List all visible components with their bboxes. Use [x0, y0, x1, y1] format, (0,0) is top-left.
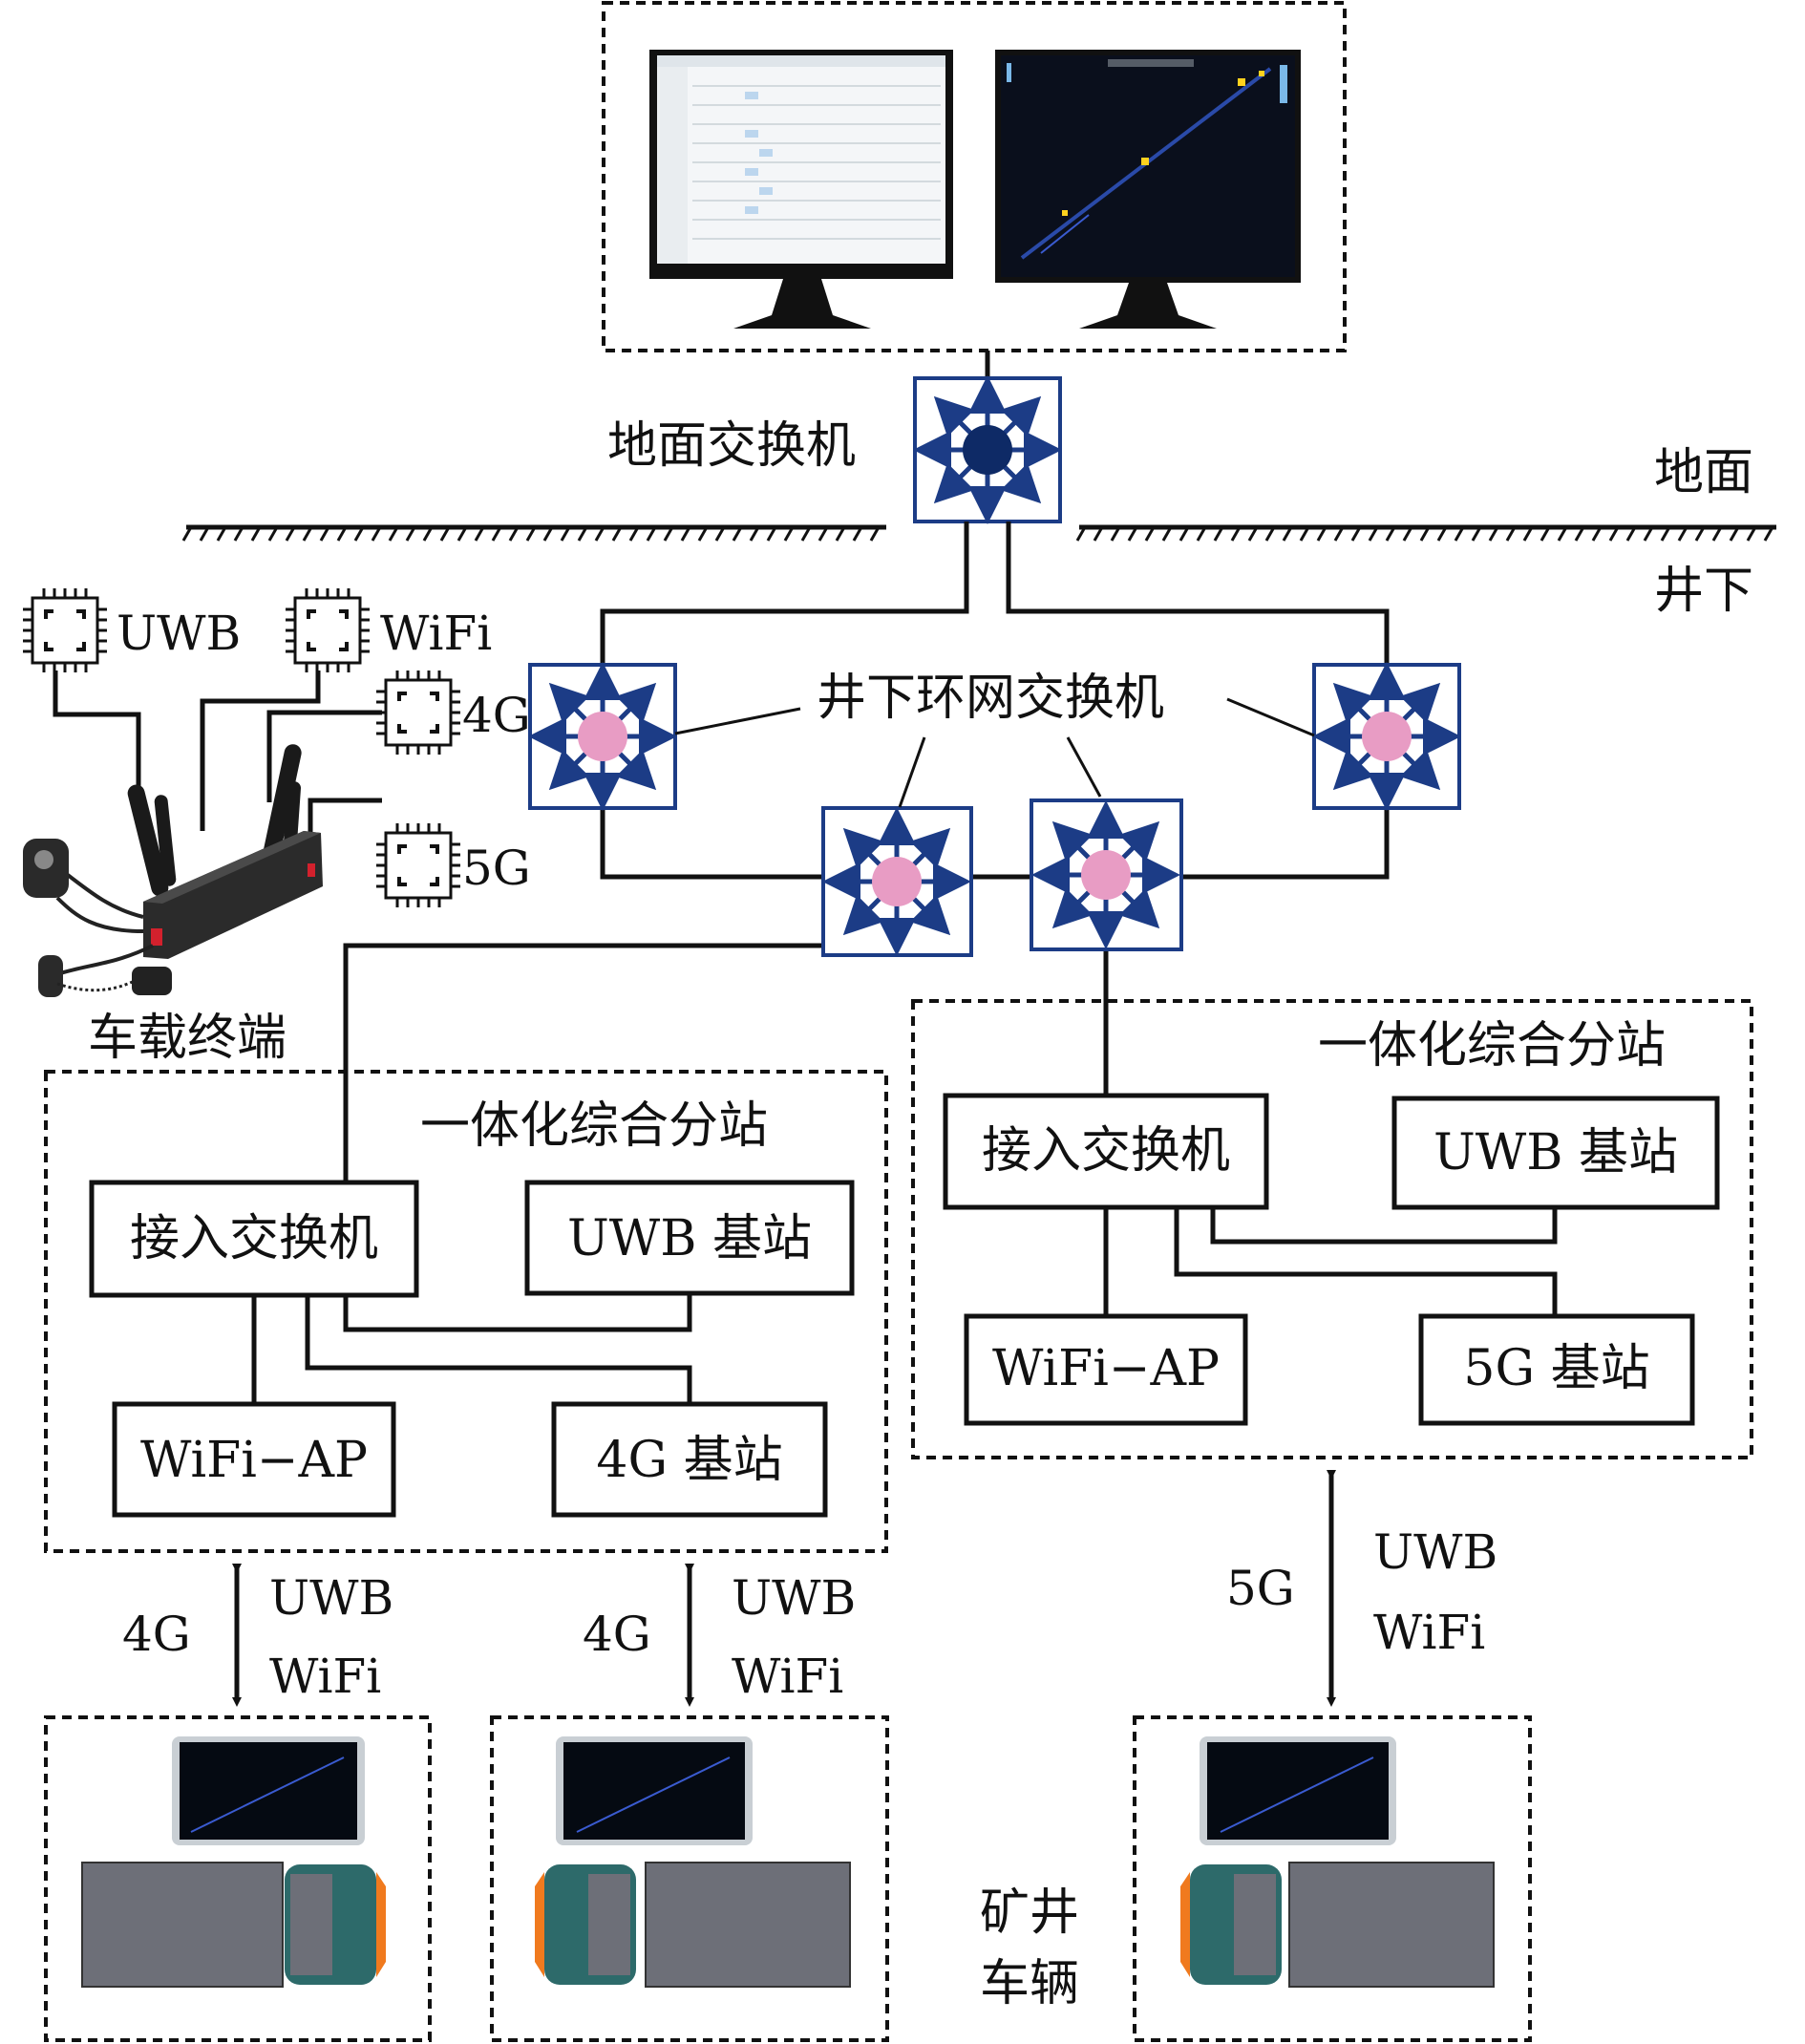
substation-right-links — [1103, 1207, 1558, 1316]
vehicle-terminal-label: 车载终端 — [88, 1010, 287, 1067]
5g-module-label: 5G — [462, 841, 531, 896]
ring-network-links — [343, 522, 1390, 1182]
svg-text:接入交换机: 接入交换机 — [130, 1210, 378, 1267]
4g-module-label: 4G — [462, 688, 531, 743]
left-access-switch: 接入交换机 — [89, 1180, 419, 1298]
svg-text:4G 基站: 4G 基站 — [596, 1432, 782, 1489]
surface-label: 地面 — [1654, 444, 1753, 501]
svg-text:4G: 4G — [122, 1607, 191, 1662]
wifi-module-icon — [284, 586, 372, 674]
svg-text:WiFi−AP: WiFi−AP — [140, 1432, 368, 1489]
substation-left-title: 一体化综合分站 — [420, 1097, 768, 1155]
ring-switch-pointers — [674, 697, 1315, 808]
left-uwb-base-station: UWB 基站 — [524, 1180, 855, 1296]
svg-text:4G: 4G — [583, 1607, 651, 1662]
svg-text:WiFi: WiFi — [1373, 1605, 1485, 1660]
substation-right-title: 一体化综合分站 — [1318, 1017, 1666, 1075]
svg-text:UWB 基站: UWB 基站 — [1433, 1124, 1678, 1182]
substation-left-links — [251, 1293, 692, 1404]
ring-switch-2-icon — [1312, 663, 1461, 810]
right-wifi-ap: WiFi−AP — [964, 1313, 1248, 1426]
5g-module-icon — [374, 821, 462, 909]
mine-vehicle-1 — [44, 1715, 432, 2042]
ground-switch-label: 地面交换机 — [607, 417, 856, 475]
right-5g-base-station: 5G 基站 — [1418, 1313, 1695, 1426]
ring-switch-1-icon — [528, 663, 677, 810]
wireless-link-arrows — [232, 1470, 1336, 1707]
uwb-module-icon — [21, 586, 109, 674]
ground-hatch — [181, 526, 1774, 542]
underground-label: 井下 — [1654, 563, 1753, 620]
ring-switch-4-icon — [1030, 798, 1183, 951]
left-wifi-ap: WiFi−AP — [112, 1401, 396, 1518]
svg-text:WiFi−AP: WiFi−AP — [992, 1340, 1220, 1397]
ground-switch-icon — [913, 376, 1062, 523]
monitor-group-frame — [602, 1, 1347, 352]
link-left-1-labels: 4G UWB WiFi — [122, 1570, 393, 1704]
substation-right-frame — [911, 999, 1753, 1459]
svg-text:UWB: UWB — [269, 1570, 393, 1626]
ring-switch-label: 井下环网交换机 — [817, 670, 1164, 727]
svg-text:5G: 5G — [1226, 1561, 1295, 1616]
left-4g-base-station: 4G 基站 — [551, 1401, 828, 1518]
right-access-switch: 接入交换机 — [943, 1093, 1269, 1210]
uwb-module-label: UWB — [117, 606, 241, 661]
svg-text:UWB: UWB — [1373, 1524, 1497, 1580]
mine-vehicle-label-line2: 车辆 — [980, 1955, 1079, 2012]
right-uwb-base-station: UWB 基站 — [1391, 1096, 1720, 1210]
mine-vehicle-3 — [1133, 1715, 1532, 2042]
monitor-left — [649, 50, 953, 329]
svg-text:UWB 基站: UWB 基站 — [567, 1210, 812, 1267]
4g-module-icon — [374, 669, 462, 756]
link-left-2-labels: 4G UWB WiFi — [583, 1570, 856, 1704]
monitor-right — [995, 50, 1301, 329]
substation-left-frame — [44, 1070, 888, 1553]
terminal-links — [53, 671, 382, 865]
wifi-module-label: WiFi — [380, 606, 492, 661]
svg-text:5G 基站: 5G 基站 — [1463, 1340, 1649, 1397]
vehicle-terminal-device — [23, 744, 323, 997]
svg-text:WiFi: WiFi — [269, 1649, 381, 1704]
mine-vehicle-2 — [490, 1715, 889, 2042]
svg-text:接入交换机: 接入交换机 — [982, 1122, 1230, 1180]
svg-text:UWB: UWB — [732, 1570, 856, 1626]
svg-text:WiFi: WiFi — [732, 1649, 843, 1704]
mine-vehicle-label-line1: 矿井 — [980, 1884, 1079, 1942]
ring-switch-3-icon — [821, 806, 973, 957]
link-right-labels: 5G UWB WiFi — [1226, 1524, 1497, 1660]
